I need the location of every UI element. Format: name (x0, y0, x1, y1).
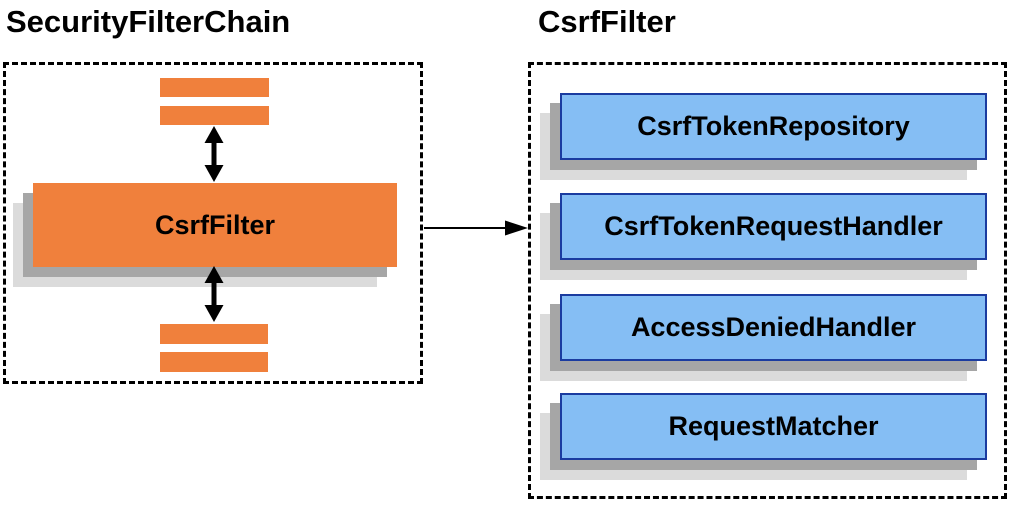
csrf-filter-box: CsrfFilter (33, 183, 397, 267)
component-row: AccessDeniedHandler (540, 294, 987, 381)
right-panel-title: CsrfFilter (538, 4, 676, 39)
filter-chain-bar-bottom-2 (160, 352, 268, 372)
component-row: CsrfTokenRepository (540, 93, 987, 180)
left-panel-title: SecurityFilterChain (6, 4, 291, 39)
component-box-access-denied-handler: AccessDeniedHandler (560, 294, 987, 361)
filter-chain-bar-top-2 (160, 106, 269, 125)
double-arrow-icon-bottom (200, 266, 228, 322)
csrf-filter-container (528, 62, 1007, 499)
filter-chain-bar-bottom-1 (160, 324, 268, 344)
component-box-csrf-token-repository: CsrfTokenRepository (560, 93, 987, 160)
component-box-csrf-token-request-handler: CsrfTokenRequestHandler (560, 193, 987, 260)
component-row: RequestMatcher (540, 393, 987, 480)
component-row: CsrfTokenRequestHandler (540, 193, 987, 280)
double-arrow-icon-top (200, 126, 228, 182)
component-box-request-matcher: RequestMatcher (560, 393, 987, 460)
flow-arrow-icon (424, 218, 528, 238)
security-filter-chain-container (3, 62, 423, 384)
filter-chain-bar-top-1 (160, 78, 269, 97)
